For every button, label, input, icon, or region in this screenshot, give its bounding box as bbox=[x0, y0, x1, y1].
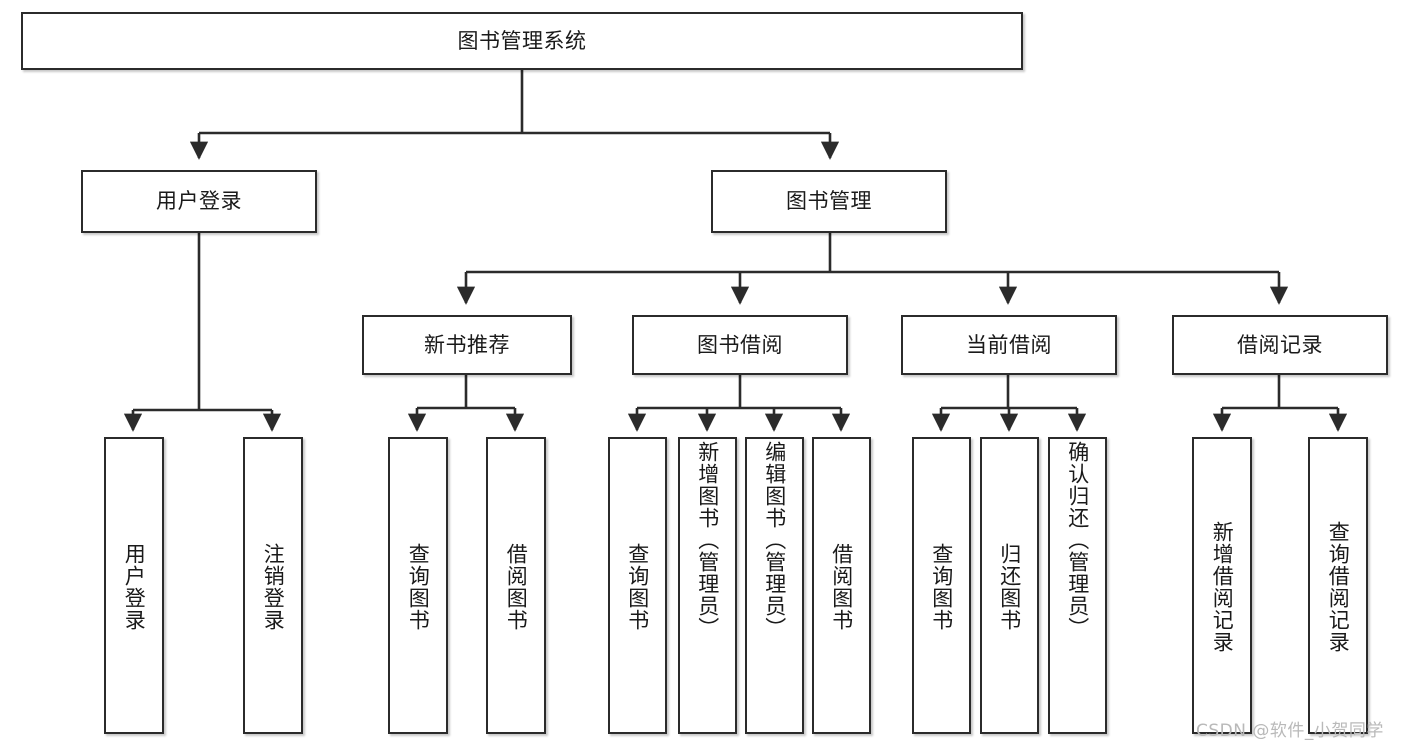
node-book-borrow-label: 图书借阅 bbox=[697, 332, 783, 357]
node-root-label: 图书管理系统 bbox=[457, 28, 587, 53]
leaf-label: 新增图书（管理员） bbox=[695, 441, 720, 639]
node-borrow-record[interactable]: 借阅记录 bbox=[1172, 315, 1388, 375]
node-root[interactable]: 图书管理系统 bbox=[21, 12, 1023, 70]
leaf-label: 编辑图书（管理员） bbox=[762, 441, 787, 639]
leaf-current-query-book[interactable]: 查询图书 bbox=[912, 437, 971, 734]
leaf-label: 归还图书 bbox=[997, 542, 1022, 631]
node-new-book-recommend[interactable]: 新书推荐 bbox=[362, 315, 572, 375]
node-current-borrow[interactable]: 当前借阅 bbox=[901, 315, 1117, 375]
leaf-user-login-login[interactable]: 用户登录 bbox=[104, 437, 164, 734]
leaf-borrow-add-book-admin[interactable]: 新增图书（管理员） bbox=[678, 437, 737, 734]
node-new-book-recommend-label: 新书推荐 bbox=[424, 332, 510, 357]
leaf-borrow-edit-book-admin[interactable]: 编辑图书（管理员） bbox=[745, 437, 804, 734]
node-user-login[interactable]: 用户登录 bbox=[81, 170, 317, 233]
leaf-label: 查询借阅记录 bbox=[1326, 520, 1351, 653]
node-book-management-label: 图书管理 bbox=[786, 189, 872, 214]
leaf-new-book-query[interactable]: 查询图书 bbox=[388, 437, 448, 734]
watermark: CSDN @软件_小贺同学 bbox=[1196, 721, 1384, 741]
leaf-current-confirm-return-admin[interactable]: 确认归还（管理员） bbox=[1048, 437, 1107, 734]
leaf-label: 确认归还（管理员） bbox=[1065, 441, 1090, 639]
leaf-record-add-record[interactable]: 新增借阅记录 bbox=[1192, 437, 1252, 734]
leaf-label: 借阅图书 bbox=[829, 542, 854, 631]
leaf-borrow-query-book[interactable]: 查询图书 bbox=[608, 437, 667, 734]
node-current-borrow-label: 当前借阅 bbox=[966, 332, 1052, 357]
leaf-label: 用户登录 bbox=[122, 542, 147, 631]
leaf-user-login-logout[interactable]: 注销登录 bbox=[243, 437, 303, 734]
leaf-label: 注销登录 bbox=[261, 542, 286, 631]
node-user-login-label: 用户登录 bbox=[156, 189, 242, 214]
node-book-management[interactable]: 图书管理 bbox=[711, 170, 947, 233]
leaf-new-book-borrow[interactable]: 借阅图书 bbox=[486, 437, 546, 734]
node-borrow-record-label: 借阅记录 bbox=[1237, 332, 1323, 357]
leaf-label: 查询图书 bbox=[406, 542, 431, 631]
leaf-label: 查询图书 bbox=[929, 542, 954, 631]
leaf-label: 借阅图书 bbox=[504, 542, 529, 631]
node-book-borrow[interactable]: 图书借阅 bbox=[632, 315, 848, 375]
leaf-current-return-book[interactable]: 归还图书 bbox=[980, 437, 1039, 734]
leaf-label: 新增借阅记录 bbox=[1210, 520, 1235, 653]
leaf-record-query-record[interactable]: 查询借阅记录 bbox=[1308, 437, 1368, 734]
leaf-borrow-borrow-book[interactable]: 借阅图书 bbox=[812, 437, 871, 734]
leaf-label: 查询图书 bbox=[625, 542, 650, 631]
